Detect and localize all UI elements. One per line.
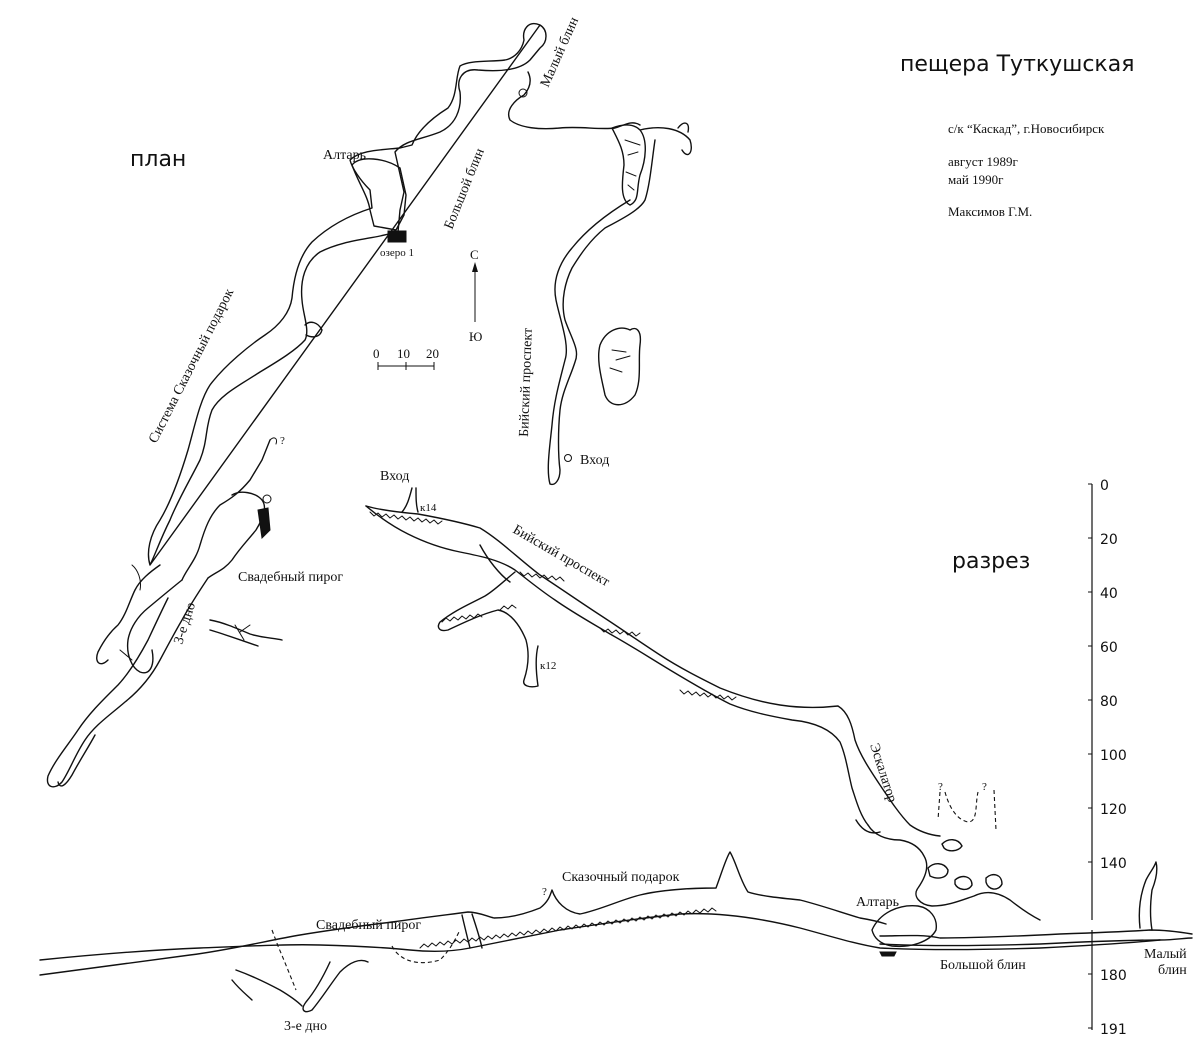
depth-tick-120: 120	[1100, 802, 1127, 818]
section-label-k12: к12	[540, 660, 556, 672]
section-third-bottom-dashed	[271, 929, 297, 991]
section-label-bolshoy-blin: Большой блин	[940, 958, 1026, 973]
section-fairy-gift-texture	[419, 907, 717, 949]
depth-tick-180: 180	[1100, 968, 1127, 984]
plan-label-question: ?	[280, 435, 285, 447]
section-label-q1: ?	[938, 781, 943, 793]
section-wedding-cake-dashed	[391, 929, 461, 964]
section-label-altar: Алтарь	[856, 895, 899, 910]
credit-date-1: август 1989г	[948, 154, 1018, 169]
depth-tick-60: 60	[1100, 640, 1118, 656]
section-altar-chamber	[871, 905, 937, 948]
plan-label-bolshoy-blin: Большой блин	[442, 146, 488, 232]
section-label-wedding-cake: Свадебный пирог	[316, 918, 421, 933]
plan-scale-bar: 0 10 20	[373, 346, 439, 370]
plan-maly-blin-branch	[508, 71, 641, 130]
plan-label-lake: озеро 1	[380, 247, 414, 259]
section-label-third-bottom: 3-е дно	[284, 1019, 327, 1034]
section-maly-blin-chimney	[1138, 861, 1158, 931]
plan-wedding-cake-lake	[257, 507, 271, 540]
plan-sump-circle	[518, 88, 528, 98]
plan-lake-1	[387, 230, 407, 243]
section-fairy-gift-ceiling	[39, 851, 887, 976]
title-block: пещера Туткушская с/к “Каскад”, г.Новоси…	[900, 52, 1134, 219]
depth-scale: 0 20 40 60 80 100 120 140 180 191	[1088, 478, 1127, 1038]
plan-label-entrance: Вход	[580, 453, 609, 468]
plan-east-maze	[611, 122, 692, 206]
section-label-k14: к14	[420, 502, 437, 514]
section-biysky-floor	[365, 505, 869, 826]
section-fairy-gift-floor	[39, 912, 1161, 961]
scale-tick-20: 20	[426, 346, 439, 361]
section-third-bottom	[231, 959, 369, 1013]
section-chimney-dashed-2	[993, 789, 997, 831]
plan-label-system: Система Сказочный подарок	[146, 286, 237, 446]
compass-north: С	[470, 247, 479, 262]
section-label-escalator: Эскалатор	[866, 742, 899, 805]
plan-system-passage	[147, 23, 547, 566]
depth-tick-191: 191	[1100, 1022, 1127, 1038]
section-label-maly-blin-2: блин	[1158, 963, 1187, 978]
plan-wedding-cake-area	[181, 439, 271, 581]
section-entrance-shaft	[401, 487, 419, 513]
plan-chimney	[269, 437, 277, 445]
plan-altar-chamber	[351, 158, 407, 231]
section-chamber-rocks	[927, 839, 1003, 891]
map-title: пещера Туткушская	[900, 52, 1134, 77]
plan-heading: план	[130, 147, 186, 172]
plan-entrance-circle	[564, 454, 572, 462]
section-label-biysky: Бийский проспект	[510, 522, 612, 590]
plan-view: С Ю 0 10 20 план Алтарь озеро 1 Большой …	[46, 15, 692, 788]
section-k12-texture	[441, 604, 517, 623]
plan-sump-right	[304, 321, 323, 338]
section-blin-passage	[879, 929, 1193, 947]
plan-label-wedding-cake: Свадебный пирог	[238, 570, 343, 585]
depth-tick-140: 140	[1100, 856, 1127, 872]
credit-date-2: май 1990г	[948, 172, 1003, 187]
depth-tick-80: 80	[1100, 694, 1118, 710]
plan-label-altar: Алтарь	[323, 148, 366, 163]
depth-tick-100: 100	[1100, 748, 1127, 764]
credit-club: с/к “Каскад”, г.Новосибирск	[948, 121, 1105, 136]
section-heading: разрез	[952, 549, 1030, 574]
section-bolshoy-blin-lake	[879, 951, 897, 957]
section-label-q2: ?	[982, 781, 987, 793]
plan-third-bottom	[46, 564, 283, 788]
plan-third-bottom-detail	[119, 564, 251, 661]
credit-author: Максимов Г.М.	[948, 204, 1032, 219]
section-view: 0 20 40 60 80 100 120 140 180 191	[39, 478, 1193, 1038]
plan-label-third-bottom: 3-е дно	[172, 601, 200, 647]
compass-south: Ю	[469, 329, 482, 344]
section-label-fairy-gift: Сказочный подарок	[562, 870, 680, 885]
depth-tick-40: 40	[1100, 586, 1118, 602]
section-label-maly-blin-1: Малый	[1144, 947, 1187, 962]
section-chimney-dashed-1	[937, 791, 979, 823]
plan-label-biysky: Бийский проспект	[517, 328, 536, 437]
compass: С Ю	[469, 247, 482, 344]
depth-tick-20: 20	[1100, 532, 1118, 548]
plan-biysky-chamber	[597, 327, 642, 406]
scale-tick-0: 0	[373, 346, 380, 361]
section-wedding-cake	[461, 913, 483, 949]
plan-label-maly-blin: Малый блин	[538, 15, 582, 90]
section-biysky-ceiling	[365, 505, 941, 837]
plan-biysky-passage	[547, 139, 656, 486]
section-label-q3: ?	[542, 886, 547, 898]
section-label-entrance: Вход	[380, 469, 409, 484]
depth-tick-0: 0	[1100, 478, 1109, 494]
section-biysky-floor-texture	[369, 511, 737, 701]
plan-biysky-chamber-detail	[609, 349, 631, 373]
section-labels: разрез Вход к14 к12 Бийский проспект Эск…	[284, 469, 1187, 1034]
plan-east-maze-detail	[624, 139, 641, 191]
scale-tick-10: 10	[397, 346, 410, 361]
plan-wedding-sump	[262, 494, 272, 504]
section-k12-branch	[437, 544, 539, 688]
section-escalator	[855, 819, 1041, 921]
